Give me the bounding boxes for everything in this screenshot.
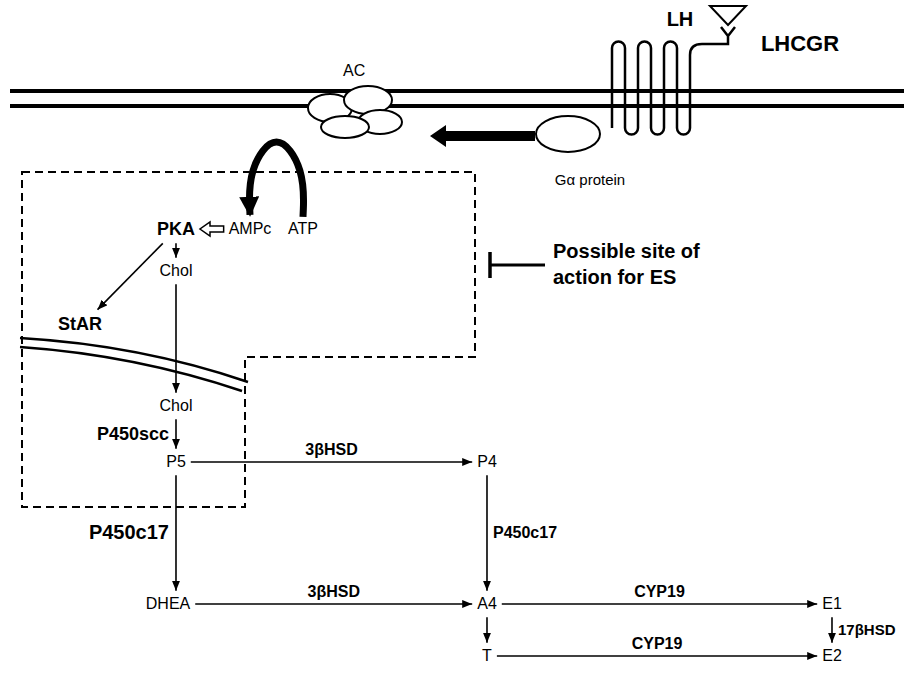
compound-label: E1 (819, 593, 845, 615)
compound-label: Chol (157, 260, 196, 282)
enzyme-label: CYP19 (633, 583, 686, 601)
compound-label: DHEA (143, 593, 193, 615)
enzyme-label: P450scc (96, 424, 170, 445)
reaction-arrow (502, 603, 817, 605)
reaction-arrow (486, 475, 488, 591)
shape-node: AC (305, 62, 430, 142)
mitochondrial-membrane (20, 338, 248, 382)
enzyme-label: 3βHSD (306, 583, 360, 601)
compound-label: T (479, 645, 495, 667)
node-text: StAR (58, 314, 102, 335)
compound-label: LH (664, 6, 697, 33)
compound-label: P4 (474, 451, 500, 473)
reaction-arrow (195, 603, 472, 605)
node-text: AMPc (229, 220, 272, 238)
compound-label: Chol (157, 395, 196, 417)
node-text: LHCGR (761, 31, 839, 56)
cell-membrane (10, 89, 904, 93)
mitochondrial-membrane (20, 347, 242, 391)
receptor-symbol (612, 27, 735, 135)
adenylate-cyclase-symbol (308, 86, 402, 138)
reaction-arrow (497, 655, 817, 657)
compound-label: LHCGR (758, 29, 842, 58)
enzyme-label: CYP19 (631, 635, 684, 653)
node-text: T (482, 647, 492, 665)
node-text: E2 (822, 647, 842, 665)
compound-label: A4 (474, 593, 500, 615)
compound-label: PKA (154, 217, 198, 242)
node-text: AC (343, 62, 365, 80)
node-text: DHEA (146, 595, 190, 613)
reaction-arrow (175, 284, 177, 393)
reaction-arrow (175, 243, 177, 257)
node-text: PKA (157, 219, 195, 240)
ligand-triangle (710, 6, 746, 25)
compound-label: E2 (819, 645, 845, 667)
cell-membrane (10, 104, 904, 108)
open-arrow (200, 222, 224, 236)
node-text: LH (667, 8, 694, 31)
enzyme-label: P450c17 (492, 524, 558, 542)
reaction-arrow (486, 617, 488, 643)
curved-arrow (249, 142, 303, 217)
inhibition-line (490, 264, 545, 267)
enzyme-label: P450c17 (88, 521, 170, 544)
inhibition-bar (488, 252, 492, 278)
compound-label: StAR (55, 312, 105, 337)
node-text: Chol (160, 397, 193, 415)
block-arrow (430, 125, 535, 147)
node-text: Gα protein (555, 171, 625, 188)
node-text: Chol (160, 262, 193, 280)
dashed-region (22, 172, 475, 507)
reaction-arrow (98, 243, 163, 309)
node-text: E1 (822, 595, 842, 613)
reaction-arrow (175, 419, 177, 449)
reaction-arrow (831, 617, 833, 643)
enzyme-label: 17βHSD (837, 621, 897, 638)
node-text: P5 (166, 453, 186, 471)
node-text: P4 (477, 453, 497, 471)
enzyme-label: 3βHSD (304, 441, 358, 459)
g-protein-symbol (536, 116, 600, 152)
reaction-arrow (175, 475, 177, 591)
shape-node: Gα protein (535, 112, 645, 188)
node-text: ATP (288, 220, 318, 238)
compound-label: AMPc (226, 218, 275, 240)
compound-label: ATP (285, 218, 321, 240)
compound-label: P5 (163, 451, 189, 473)
annotation-text: Possible site of action for ES (553, 238, 728, 290)
reaction-arrow (191, 461, 472, 463)
node-text: A4 (477, 595, 497, 613)
